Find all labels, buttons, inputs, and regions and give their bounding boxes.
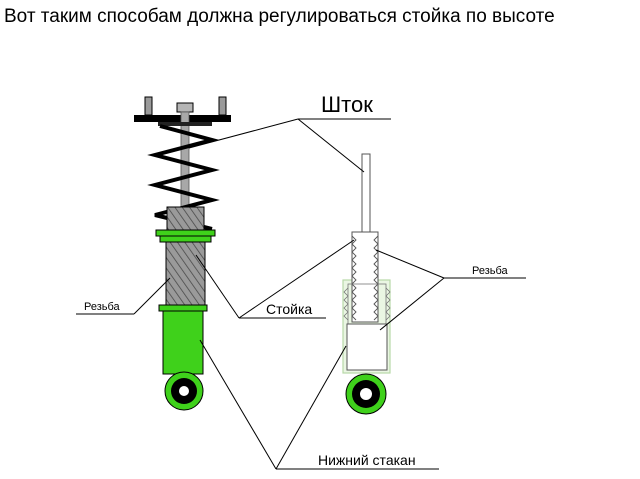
lower-cup-leader-right xyxy=(275,345,347,470)
outer-thread-right xyxy=(385,287,391,321)
spring-upper-seat xyxy=(158,122,212,126)
right-strut xyxy=(342,153,391,415)
label-rod: Шток xyxy=(321,92,373,117)
label-thread-right: Резьба xyxy=(472,265,509,277)
outer-thread-left xyxy=(343,287,349,321)
strut-thread-body xyxy=(165,241,206,307)
bottom-eye-hole xyxy=(179,386,189,396)
bottom-eye-hole-right xyxy=(360,388,372,400)
leader-lines xyxy=(76,118,526,470)
thread-right-leader-2 xyxy=(379,277,445,331)
strut-leader-left xyxy=(195,254,240,319)
lower-cup-flange xyxy=(158,304,208,312)
adjuster-thread-upper xyxy=(166,206,205,232)
rod-leader-right xyxy=(297,118,365,173)
top-mount-stud-right xyxy=(218,96,227,116)
lower-cup-body xyxy=(162,310,204,375)
inner-lower-tube xyxy=(346,323,388,371)
label-thread-left: Резьба xyxy=(84,301,121,313)
thread-right-leader-1 xyxy=(375,249,445,279)
thread-left-leader xyxy=(133,277,171,315)
top-mount-stud-left xyxy=(144,96,153,116)
rod-leader-left xyxy=(188,118,299,149)
top-nut xyxy=(176,102,194,113)
diagram-title: Вот таким способам должна регулироваться… xyxy=(4,6,555,27)
lower-cup-leader-left xyxy=(199,339,277,470)
thread-left-teeth xyxy=(351,235,357,321)
spring-lower-seat xyxy=(155,229,216,237)
left-strut xyxy=(134,96,231,411)
strut-leader-right xyxy=(238,239,355,319)
piston-rod-right xyxy=(361,153,371,235)
spring-lower-seat-ring xyxy=(159,235,212,243)
inner-thread-tube xyxy=(351,231,379,323)
coil-spring xyxy=(147,124,220,231)
label-strut: Стойка xyxy=(266,301,312,317)
label-lower-cup: Нижний стакан xyxy=(318,452,416,468)
